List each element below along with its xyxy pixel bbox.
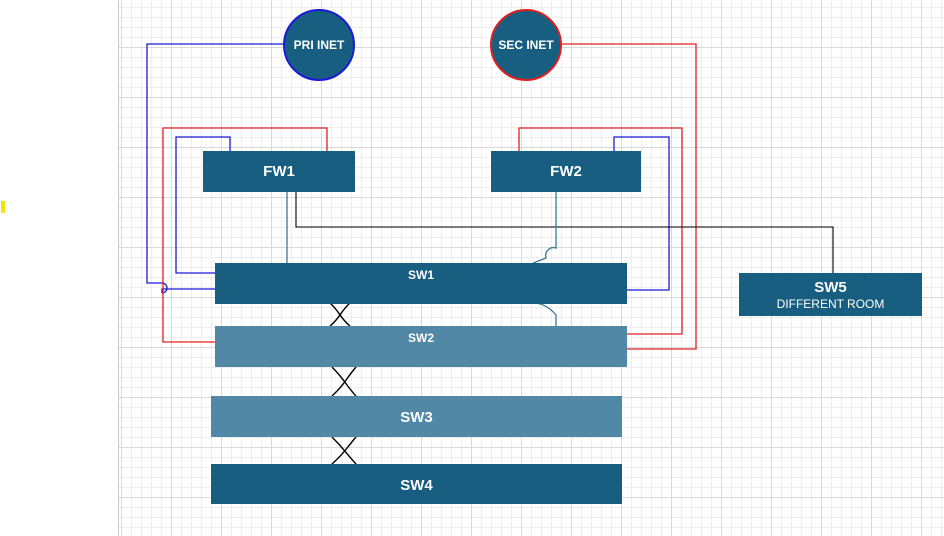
link-fw1-sw5 bbox=[295, 191, 834, 273]
fw2-label: FW2 bbox=[550, 163, 582, 180]
sw1-label: SW1 bbox=[407, 268, 434, 282]
cross-sw1-sw2 bbox=[329, 302, 351, 327]
link-fw2-sw1 bbox=[613, 136, 670, 291]
sw2-label: SW2 bbox=[407, 331, 434, 345]
pri-inet-node[interactable]: PRI INET bbox=[283, 9, 355, 81]
link-pri-inet-sw1-end bbox=[161, 288, 215, 293]
sw4-node[interactable]: SW4 bbox=[211, 464, 622, 504]
cross-sw3-sw4 bbox=[331, 436, 357, 465]
sec-inet-label: SEC INET bbox=[498, 38, 554, 52]
link-sec-inet-sw2 bbox=[560, 43, 697, 350]
sw1-node[interactable]: SW1 bbox=[215, 263, 627, 304]
sw3-node[interactable]: SW3 bbox=[211, 396, 622, 437]
pri-inet-label: PRI INET bbox=[293, 38, 345, 52]
link-pri-inet-sw1 bbox=[146, 43, 285, 284]
link-fw1-sw2 bbox=[162, 127, 328, 343]
link-fw2-sw2-data bbox=[532, 191, 557, 326]
sw5-node[interactable]: SW5 DIFFERENT ROOM bbox=[739, 273, 922, 316]
fw1-node[interactable]: FW1 bbox=[203, 151, 355, 192]
sec-inet-node[interactable]: SEC INET bbox=[490, 9, 562, 81]
sw3-label: SW3 bbox=[400, 409, 433, 426]
sw2-node[interactable]: SW2 bbox=[215, 326, 627, 367]
selection-marker bbox=[1, 201, 5, 213]
sw5-label: SW5 bbox=[814, 278, 847, 296]
fw1-label: FW1 bbox=[263, 163, 295, 180]
sw4-label: SW4 bbox=[400, 477, 433, 494]
link-fw2-sw2 bbox=[518, 127, 683, 335]
fw2-node[interactable]: FW2 bbox=[491, 151, 641, 192]
cross-sw2-sw3 bbox=[331, 366, 357, 397]
link-fw1-sw1 bbox=[175, 136, 231, 274]
sw5-sublabel: DIFFERENT ROOM bbox=[776, 296, 885, 311]
